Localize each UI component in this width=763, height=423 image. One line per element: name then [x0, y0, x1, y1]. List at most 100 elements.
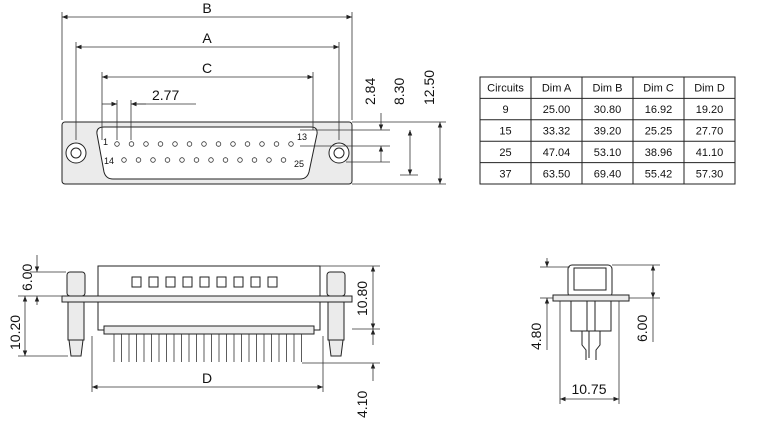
table-cell: 16.92: [645, 104, 673, 116]
table-header-cell: Circuits: [487, 83, 524, 95]
shell-window: [148, 276, 159, 288]
table-cell: 25: [499, 147, 511, 159]
table-cell: 39.20: [594, 126, 622, 138]
pin-hole: [215, 141, 222, 147]
dim-end-4-80: 4.80: [528, 323, 544, 350]
pin-hole: [266, 157, 272, 163]
table-cell: 19.20: [696, 104, 724, 116]
dim-8-30: 8.30: [391, 78, 407, 105]
pin-hole: [251, 157, 258, 163]
table-cell: 41.10: [696, 147, 724, 159]
pin-hole: [244, 141, 251, 147]
end-tail-left: [581, 331, 587, 360]
end-view: 4.80 6.00 10.75: [528, 258, 660, 404]
right-boss: [326, 271, 346, 297]
pin-row-top: [114, 141, 294, 147]
right-boss-tip: [328, 339, 344, 357]
dim-C: C: [202, 60, 212, 76]
shell-window: [131, 276, 142, 288]
dim-end-6: 6.00: [634, 315, 650, 342]
right-screw-icon: [328, 142, 350, 164]
shell-window: [165, 276, 176, 288]
right-boss-lower: [327, 301, 345, 341]
dim-end-10-75: 10.75: [571, 381, 606, 397]
pin-hole: [193, 157, 200, 163]
end-shell-inner: [573, 267, 607, 291]
pin-hole: [222, 157, 229, 163]
pc-tails: [113, 334, 302, 362]
table-cell: 47.04: [543, 147, 571, 159]
left-screw-icon: [65, 142, 87, 164]
pin-hole: [208, 157, 214, 163]
side-view: 6.00 10.20 10.80 4.10 D: [7, 255, 380, 418]
pin-hole: [164, 157, 171, 163]
dim-tail-4-10: 4.10: [354, 391, 370, 418]
pin-hole: [259, 141, 265, 147]
dim-side-10-80: 10.80: [354, 281, 370, 316]
side-flange: [61, 295, 353, 303]
table-cell: 57.30: [696, 168, 724, 180]
pin-hole: [114, 141, 120, 147]
pin-hole: [143, 141, 149, 147]
table-cell: 69.40: [594, 168, 622, 180]
table-header-cell: Dim A: [542, 83, 572, 95]
pin-hole: [201, 141, 207, 147]
dim-D: D: [202, 370, 212, 386]
table-cell: 38.96: [645, 147, 673, 159]
left-boss: [66, 271, 86, 297]
left-boss-tip: [68, 339, 84, 357]
pin-hole: [121, 157, 127, 163]
shell-window: [216, 276, 227, 288]
end-flange: [552, 294, 630, 302]
table-header-cell: Dim D: [694, 83, 725, 95]
shell-window: [199, 276, 210, 288]
table-header-cell: Dim B: [593, 83, 623, 95]
shell-windows: [131, 276, 278, 288]
pin-hole: [230, 141, 236, 147]
dim-12-50: 12.50: [421, 70, 437, 105]
insulator-body: [97, 301, 321, 331]
pin-hole: [237, 157, 243, 163]
pin-hole: [172, 141, 178, 147]
pin-hole: [186, 141, 193, 147]
pin-row-bottom: [121, 157, 287, 163]
pin-hole: [135, 157, 142, 163]
pin-hole: [273, 141, 280, 147]
end-body: [570, 300, 612, 332]
end-shell: [567, 264, 613, 298]
pin-label-1: 1: [103, 137, 108, 147]
table-cell: 30.80: [594, 104, 622, 116]
shell-window: [250, 276, 261, 288]
table-header-cell: Dim C: [643, 83, 674, 95]
table-cell: 63.50: [543, 168, 571, 180]
dimension-table: Circuits Dim A Dim B Dim C Dim D 9 25.00 30.80 1…: [479, 76, 736, 185]
pin-hole: [280, 157, 287, 163]
dim-side-10-20: 10.20: [7, 315, 23, 350]
shell-window: [267, 276, 278, 288]
pin-label-25: 25: [294, 159, 304, 169]
shell-window: [182, 276, 193, 288]
pin-hole: [128, 141, 135, 147]
table-cell: 9: [502, 104, 508, 116]
pin-hole: [157, 141, 164, 147]
pin-hole: [150, 157, 156, 163]
table-cell: 55.42: [645, 168, 673, 180]
insulator-step: [103, 325, 315, 335]
pin-hole: [179, 157, 185, 163]
pin-label-14: 14: [104, 156, 114, 166]
dim-side-6: 6.00: [19, 264, 35, 291]
table-cell: 15: [499, 126, 511, 138]
table-cell: 37: [499, 168, 511, 180]
end-tail-right: [595, 331, 601, 360]
pin-hole: [288, 141, 294, 147]
d-shell: [96, 126, 318, 180]
table-cell: 25.00: [543, 104, 571, 116]
dim-B: B: [202, 0, 211, 16]
shell-window: [233, 276, 244, 288]
top-view: 1 13 14 25 B A C 2.77 2.84: [61, 0, 446, 185]
table-cell: 25.25: [645, 126, 673, 138]
table-cell: 33.32: [543, 126, 571, 138]
pin-label-13: 13: [297, 132, 307, 142]
dim-A: A: [202, 30, 212, 46]
